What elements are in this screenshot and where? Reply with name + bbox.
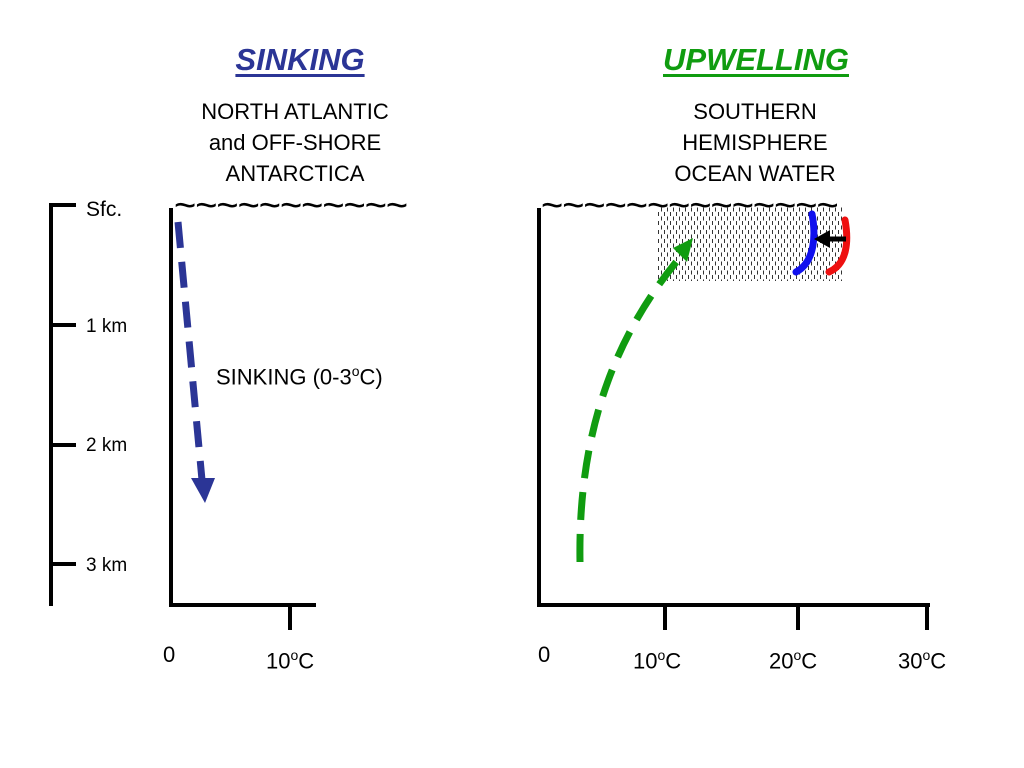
sinking-surface-wave: ~~~~~~~~~~~ xyxy=(174,185,408,227)
upwelling-subtitle-line: SOUTHERN xyxy=(693,99,817,124)
sinking-annotation-text: SINKING (0-3 xyxy=(216,364,352,390)
sinking-axes xyxy=(169,208,316,630)
x-tick-label-value: 20 xyxy=(769,648,794,674)
x-tick-label-value: 0 xyxy=(538,642,551,667)
depth-label-2km: 2 km xyxy=(86,435,128,456)
upwelling-arrow xyxy=(576,238,693,563)
sinking-subtitle: NORTH ATLANTIC and OFF-SHORE ANTARCTICA xyxy=(160,96,430,189)
sinking-annotation-end: C) xyxy=(359,364,383,390)
x-tick-label-value: 0 xyxy=(163,642,176,667)
depth-scale xyxy=(49,203,76,606)
sinking-arrow xyxy=(174,221,215,503)
shift-arrow xyxy=(814,230,846,248)
sinking-title: SINKING xyxy=(235,42,365,77)
degree-sup: o xyxy=(922,647,931,663)
depth-label-3km: 3 km xyxy=(86,555,128,576)
x-tick-label: 0 xyxy=(163,643,175,667)
cold-profile-line xyxy=(792,210,818,276)
upwelling-title: UPWELLING xyxy=(663,42,849,77)
depth-label-surface: Sfc. xyxy=(86,198,123,221)
x-tick-label-unit: C xyxy=(665,648,682,674)
upwelling-subtitle-line: OCEAN WATER xyxy=(674,161,836,186)
upwelling-surface-wave: ~~~~~~~~~~~~~~ xyxy=(541,185,839,227)
x-tick-label-value: 10 xyxy=(266,648,291,674)
x-tick-label: 30oC xyxy=(898,643,946,673)
upwelling-subtitle: SOUTHERN HEMISPHERE OCEAN WATER xyxy=(620,96,890,189)
sinking-subtitle-line: ANTARCTICA xyxy=(225,161,365,186)
x-tick-label-unit: C xyxy=(298,648,315,674)
x-tick-label: 20oC xyxy=(769,643,817,673)
x-tick-label-unit: C xyxy=(930,648,947,674)
upwelling-subtitle-line: HEMISPHERE xyxy=(682,130,828,155)
degree-sup: o xyxy=(290,647,299,663)
sinking-subtitle-line: and OFF-SHORE xyxy=(208,130,382,155)
x-tick-label-unit: C xyxy=(801,648,818,674)
x-tick-label: 0 xyxy=(538,643,550,667)
degree-sup: o xyxy=(657,647,666,663)
sinking-subtitle-line: NORTH ATLANTIC xyxy=(201,99,389,124)
x-tick-label: 10oC xyxy=(633,643,681,673)
warm-profile-line xyxy=(825,216,851,276)
x-tick-label: 10oC xyxy=(266,643,314,673)
degree-sup: o xyxy=(351,363,360,379)
upwelling-axes xyxy=(537,208,930,630)
depth-label-1km: 1 km xyxy=(86,316,128,337)
degree-sup: o xyxy=(793,647,802,663)
sinking-annotation: SINKING (0-3oC) xyxy=(216,359,383,389)
x-tick-label-value: 30 xyxy=(898,648,923,674)
x-tick-label-value: 10 xyxy=(633,648,658,674)
